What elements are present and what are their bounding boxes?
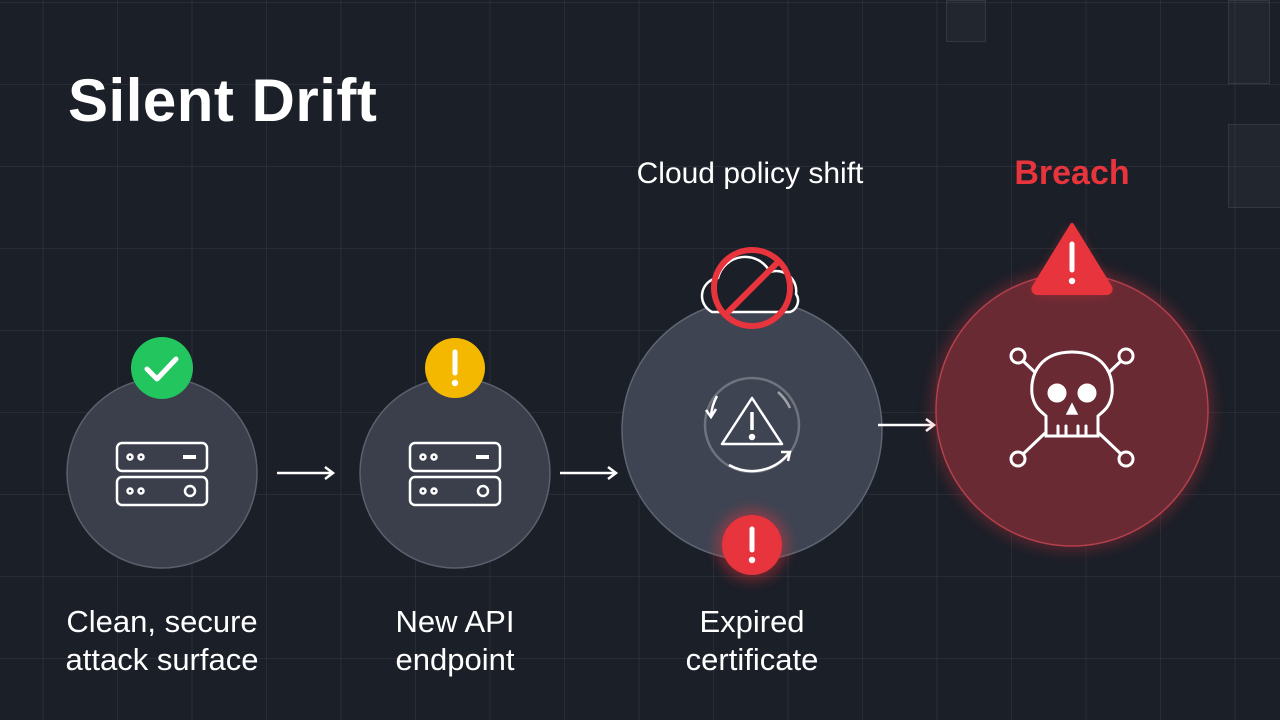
decorative-tile bbox=[1228, 0, 1270, 84]
label-line: endpoint bbox=[395, 642, 515, 677]
breach-label: Breach bbox=[1014, 154, 1130, 192]
label-line: New API bbox=[395, 604, 515, 639]
skull-crossbones-icon bbox=[1009, 347, 1135, 468]
stage-label-certificate: Expired certificate bbox=[602, 603, 902, 679]
server-icon bbox=[115, 441, 209, 507]
stage-breach-node bbox=[930, 223, 1214, 552]
alert-triangle-icon bbox=[1031, 223, 1113, 295]
stage-label-api: New API endpoint bbox=[305, 603, 605, 679]
stage-certificate-node bbox=[621, 247, 883, 581]
decorative-tile bbox=[946, 0, 986, 42]
label-line: attack surface bbox=[65, 642, 259, 677]
cloud-blocked-icon bbox=[700, 247, 800, 329]
stage-api-node bbox=[359, 338, 551, 569]
label-line: certificate bbox=[685, 642, 819, 677]
arrow-icon bbox=[878, 418, 937, 432]
check-badge-icon bbox=[131, 337, 193, 399]
decorative-tile bbox=[1228, 124, 1280, 208]
arrow-icon bbox=[277, 466, 336, 480]
stage-clean-node bbox=[66, 337, 258, 569]
cycle-warning-icon bbox=[703, 376, 801, 474]
arrow-icon bbox=[560, 466, 619, 480]
warning-badge-icon bbox=[425, 338, 485, 398]
label-line: Expired bbox=[699, 604, 805, 639]
stage-label-clean: Clean, secure attack surface bbox=[12, 603, 312, 679]
error-badge-icon bbox=[716, 509, 788, 581]
server-icon bbox=[408, 441, 502, 507]
page-title: Silent Drift bbox=[68, 67, 378, 134]
cloud-policy-label: Cloud policy shift bbox=[636, 157, 864, 190]
label-line: Clean, secure bbox=[66, 604, 258, 639]
